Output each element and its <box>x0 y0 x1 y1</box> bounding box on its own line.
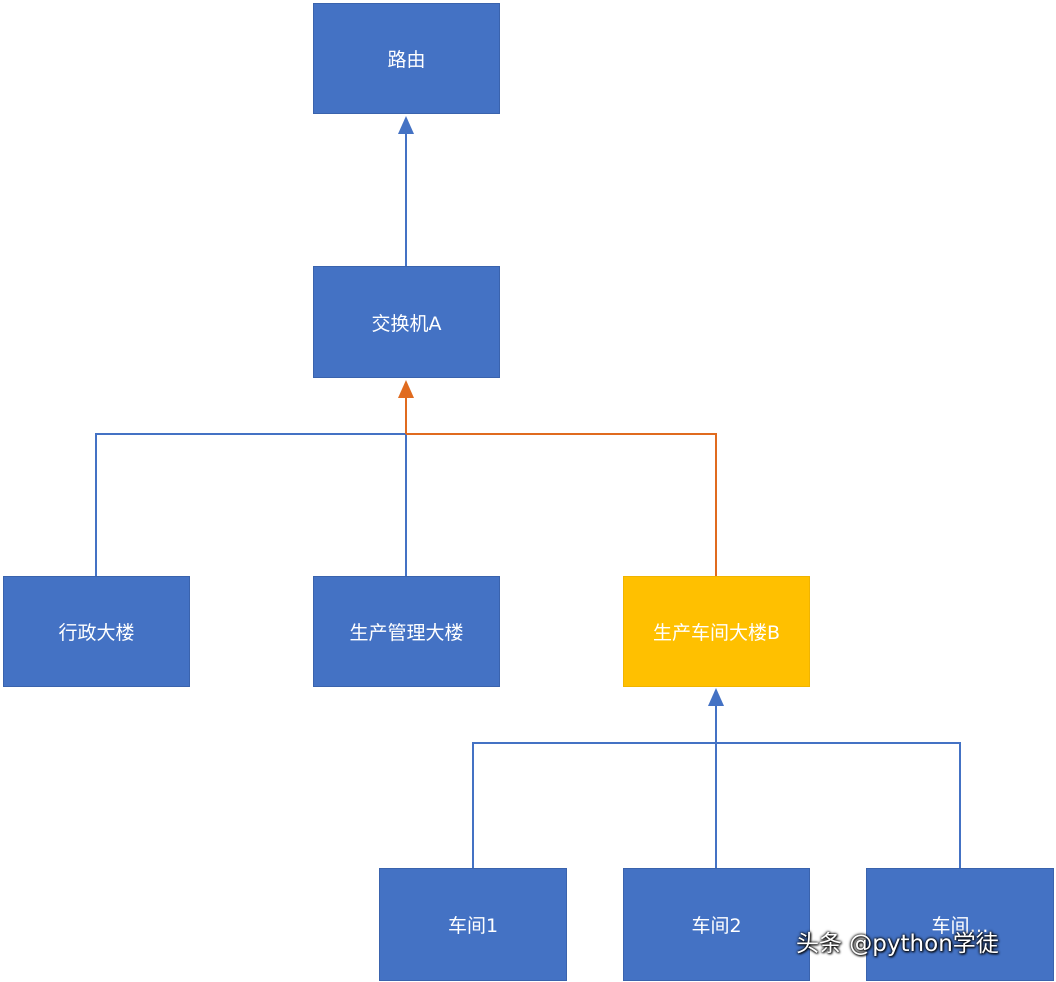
workshop-building-b-label: 生产车间大楼B <box>652 622 781 644</box>
connector-workshop1 <box>472 742 716 868</box>
production-mgmt-building-node[interactable]: 生产管理大楼 <box>313 576 500 687</box>
production-mgmt-building-label: 生产管理大楼 <box>349 622 464 644</box>
admin-building-label: 行政大楼 <box>58 622 135 644</box>
watermark: 头条 @python学徒 <box>796 931 999 957</box>
connector-workshop-more <box>716 742 961 868</box>
arrowhead-switch <box>398 380 414 398</box>
arrowhead-router <box>398 116 414 134</box>
switch-a-node[interactable]: 交换机A <box>313 266 500 378</box>
workshop-1-label: 车间1 <box>447 915 499 937</box>
connector-admin-to-switch <box>95 433 406 576</box>
workshop-2-label: 车间2 <box>691 915 742 937</box>
workshop-more-label: 车间… <box>931 915 989 937</box>
admin-building-node[interactable]: 行政大楼 <box>3 576 190 687</box>
router-node[interactable]: 路由 <box>313 3 500 114</box>
workshop-1-node[interactable]: 车间1 <box>379 868 567 981</box>
switch-a-label: 交换机A <box>371 312 442 335</box>
workshop-more-node[interactable]: 车间… <box>866 868 1054 981</box>
workshop-building-b-node[interactable]: 生产车间大楼B <box>623 576 810 687</box>
arrowhead-workshop-building <box>708 688 724 706</box>
router-label: 路由 <box>387 49 426 71</box>
workshop-2-node[interactable]: 车间2 <box>623 868 810 981</box>
connector-workshop-building-to-switch <box>406 433 717 576</box>
